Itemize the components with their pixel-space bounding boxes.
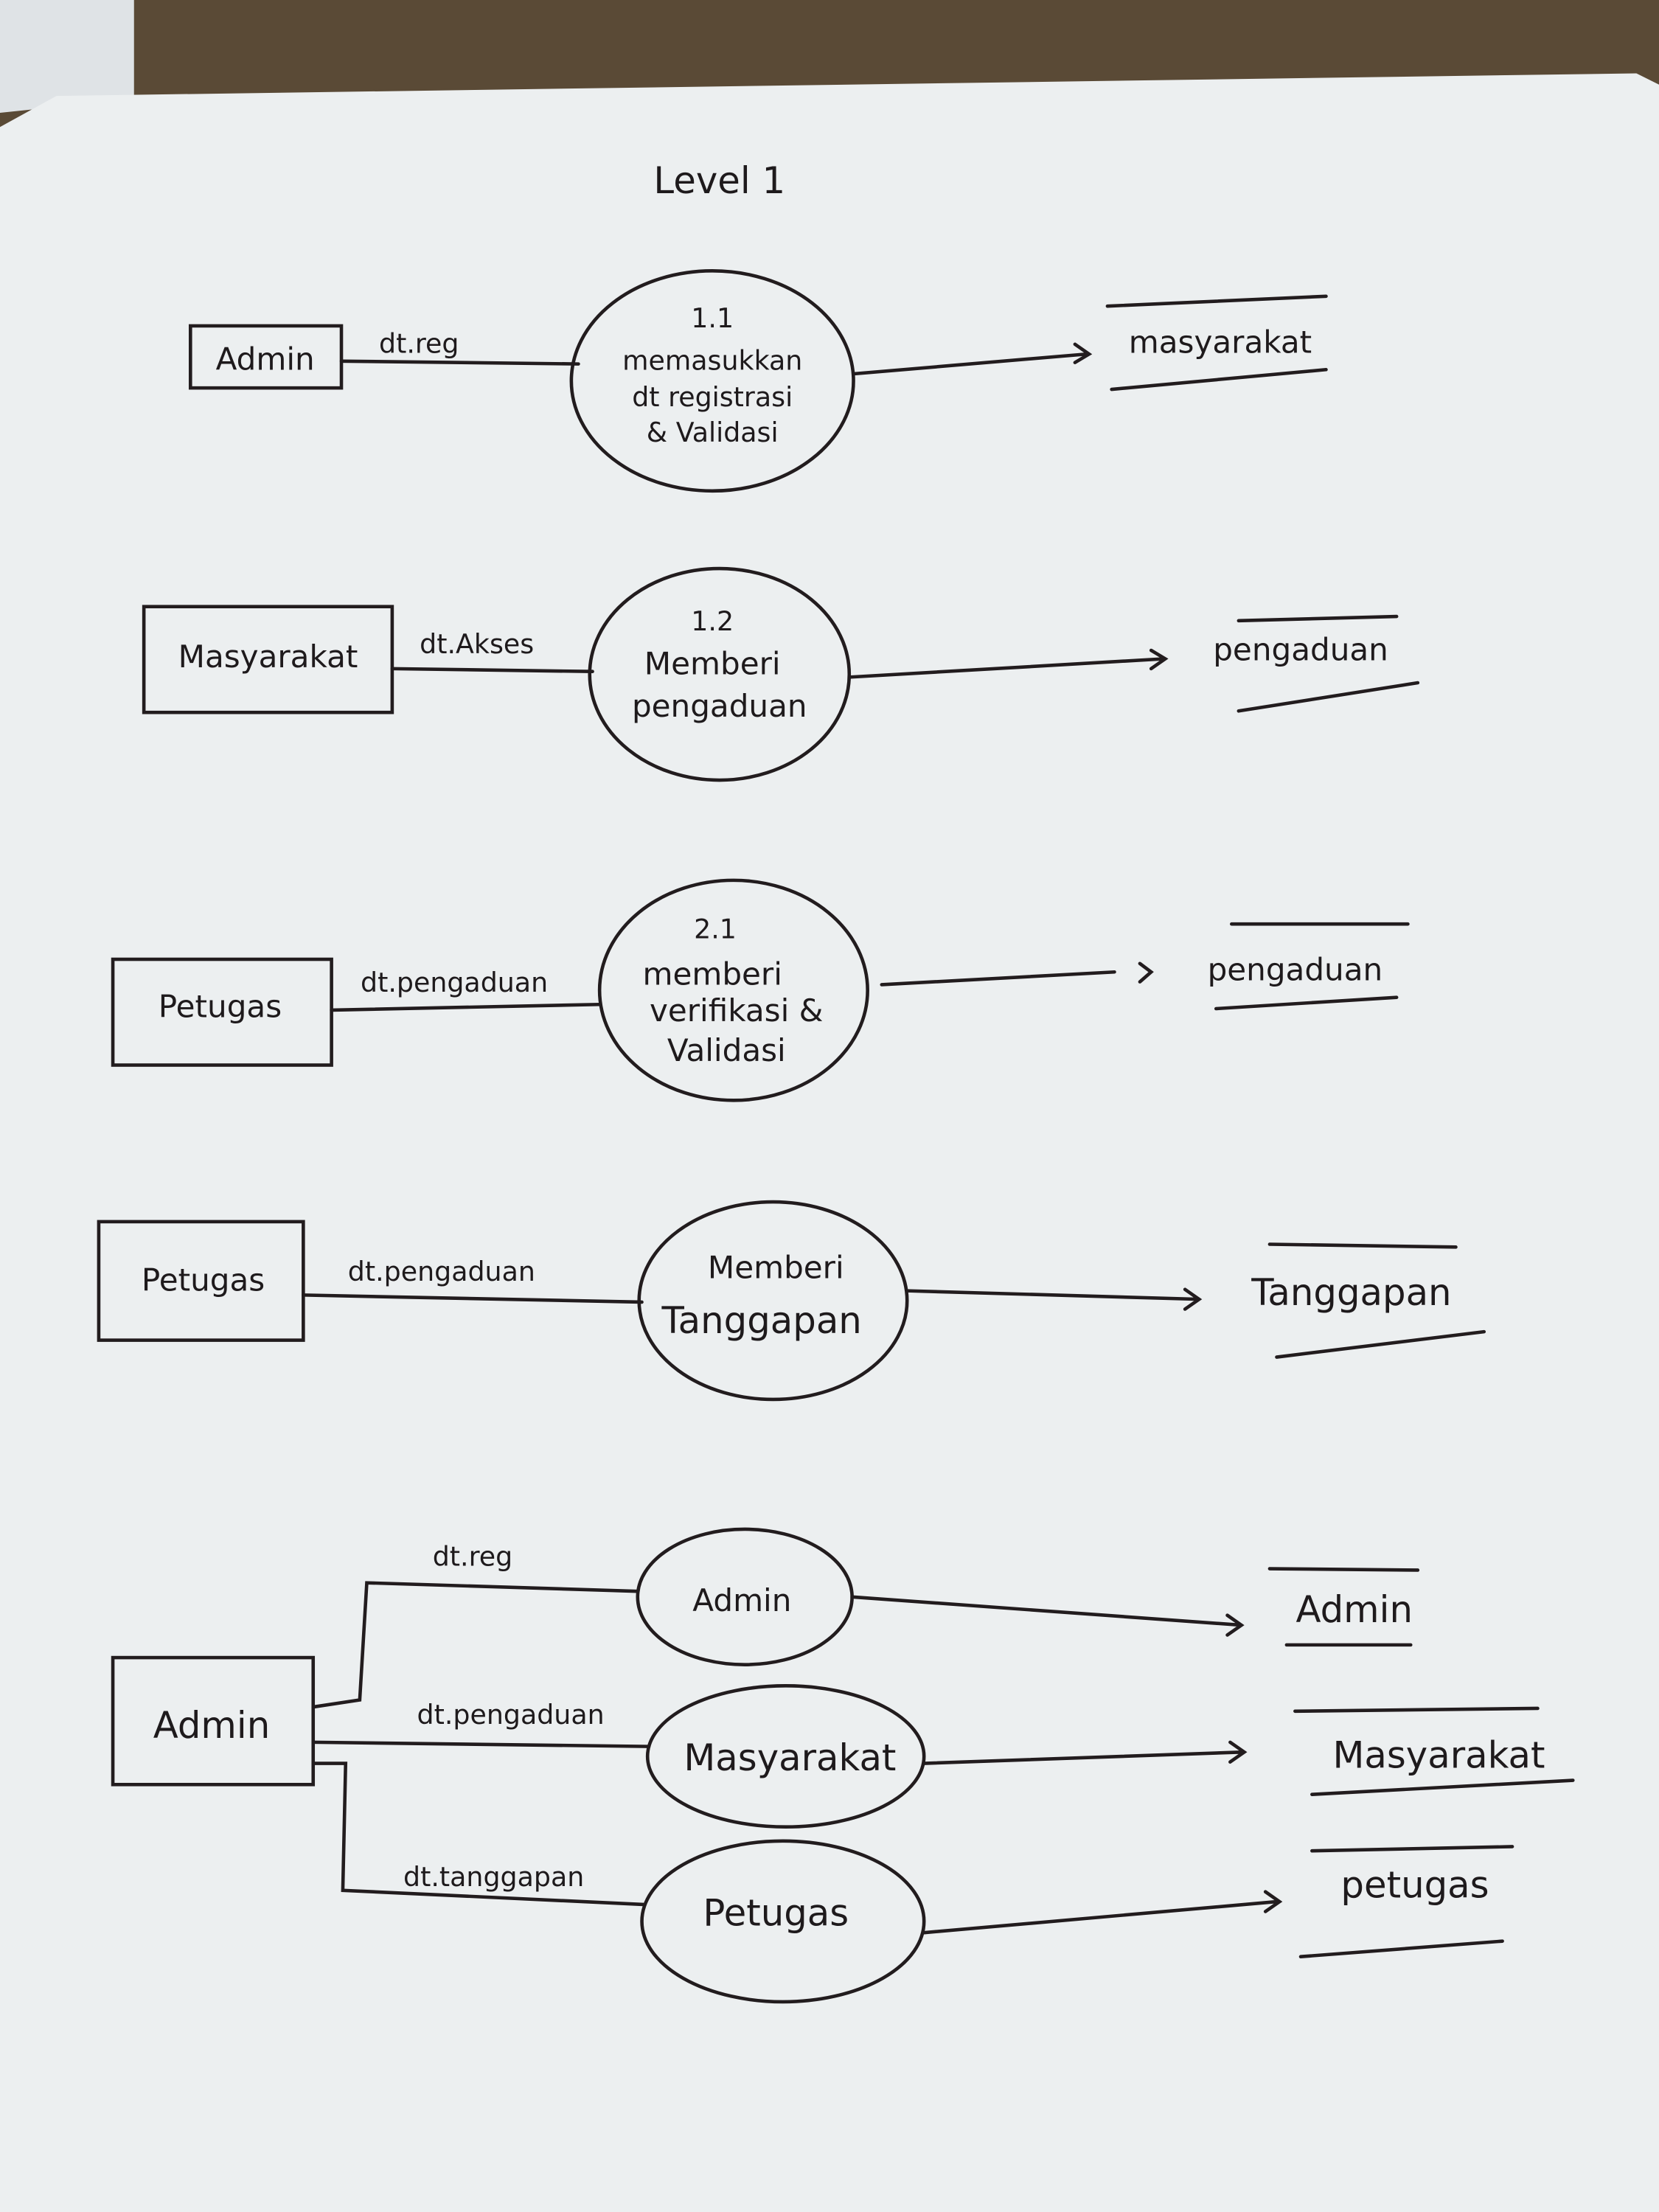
- flow-label: dt.Akses: [420, 628, 534, 660]
- flow-label: dt.reg: [433, 1541, 512, 1573]
- process-label: verifikasi &: [650, 992, 823, 1029]
- entity-box: [97, 1220, 305, 1342]
- process-label: memberi: [642, 956, 782, 992]
- entity-label: Admin: [216, 341, 315, 377]
- process-label: Memberi: [644, 646, 781, 682]
- data-store-label: pengaduan: [1213, 631, 1388, 667]
- process-label: Petugas: [703, 1892, 849, 1935]
- process-label: pengaduan: [632, 688, 807, 724]
- data-store-label: pengaduan: [1208, 952, 1383, 988]
- row-4: Petugas dt.pengaduan Memberi Tanggapan T…: [97, 1200, 1486, 1402]
- process-label: memasukkan: [622, 344, 802, 376]
- process-number: 1.1: [691, 302, 734, 334]
- data-store-lines: [1298, 1845, 1514, 1958]
- process-circle: [597, 878, 869, 1102]
- paper-sheet: [0, 73, 1659, 2212]
- data-store-label: Masyarakat: [1333, 1733, 1545, 1776]
- entity-box: [111, 957, 333, 1067]
- paper-corner: [0, 0, 134, 114]
- process-number: 1.2: [691, 605, 734, 637]
- arrow: [922, 1890, 1283, 1935]
- arrow: [880, 961, 1154, 987]
- data-store-label: masyarakat: [1129, 324, 1312, 360]
- flow-label: dt.reg: [379, 327, 459, 359]
- process-circle: [569, 269, 855, 493]
- data-store-label: Admin: [1295, 1588, 1413, 1631]
- process-circle: [645, 1684, 926, 1829]
- arrow: [847, 648, 1169, 679]
- arrow: [852, 342, 1093, 376]
- process-label: Tanggapan: [661, 1299, 861, 1342]
- process-label: & Validasi: [647, 417, 779, 448]
- entity-label: Admin: [153, 1704, 271, 1747]
- process-circle: [588, 566, 852, 782]
- flow-line-2: [311, 1740, 651, 1748]
- data-store-lines: [1105, 294, 1328, 392]
- flow-label: dt.pengaduan: [361, 967, 548, 998]
- process-label: Validasi: [667, 1032, 786, 1068]
- data-store-label: petugas: [1340, 1863, 1489, 1906]
- process-label: Admin: [692, 1582, 791, 1618]
- data-store-lines: [1237, 614, 1420, 713]
- row-1: Admin dt.reg 1.1 memasukkan dt registras…: [188, 269, 1328, 493]
- data-store-lines: [1267, 1567, 1420, 1647]
- entity-label: Petugas: [142, 1262, 265, 1298]
- flow-line: [390, 667, 594, 674]
- entity-label: Masyarakat: [178, 639, 358, 675]
- flow-label: dt.pengaduan: [348, 1256, 535, 1287]
- process-circle: [637, 1200, 909, 1402]
- bottom-group: Admin dt.reg dt.pengaduan dt.tanggapan A…: [111, 1527, 1575, 2004]
- process-number: 2.1: [694, 913, 737, 945]
- flow-line-3: [311, 1761, 645, 1907]
- flow-label: dt.pengaduan: [417, 1699, 605, 1731]
- arrow: [922, 1740, 1248, 1765]
- flow-line: [339, 359, 580, 366]
- flow-line: [302, 1293, 644, 1304]
- process-label: dt registrasi: [632, 381, 793, 413]
- flow-label: dt.tanggapan: [403, 1861, 584, 1893]
- row-2: Masyarakat dt.Akses 1.2 Memberi pengadua…: [142, 566, 1420, 782]
- flow-line: [330, 1002, 602, 1012]
- arrow: [850, 1595, 1245, 1637]
- entity-label: Petugas: [159, 988, 282, 1024]
- entity-box: [188, 324, 344, 390]
- row-3: Petugas dt.pengaduan 2.1 memberi verifik…: [111, 878, 1410, 1102]
- diagram-title: Level 1: [653, 159, 785, 202]
- flow-line-1: [311, 1581, 640, 1709]
- entity-box: [142, 605, 394, 714]
- data-store-lines: [1214, 922, 1410, 1011]
- process-label: Memberi: [708, 1249, 844, 1285]
- entity-box: [111, 1655, 316, 1787]
- data-store-label: Tanggapan: [1251, 1271, 1451, 1314]
- process-circle: [640, 1839, 926, 2004]
- arrow: [905, 1287, 1203, 1311]
- process-label: Masyarakat: [684, 1736, 896, 1779]
- data-store-lines: [1293, 1706, 1575, 1796]
- data-store-lines: [1267, 1242, 1486, 1359]
